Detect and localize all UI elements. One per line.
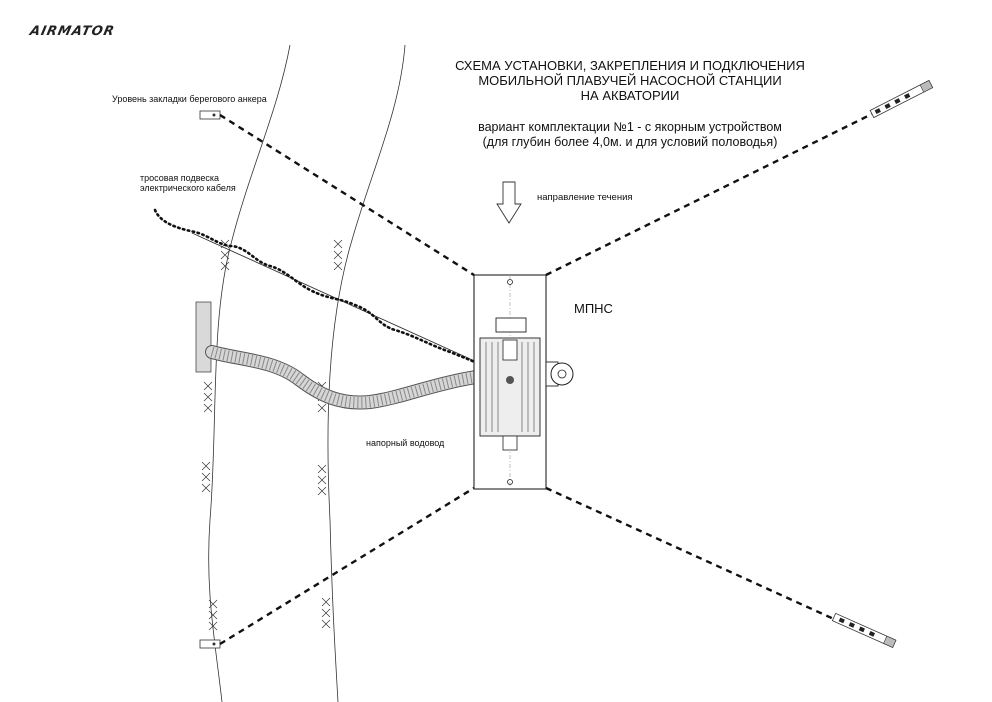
title-line-2: МОБИЛЬНОЙ ПЛАВУЧЕЙ НАСОСНОЙ СТАНЦИИ <box>478 73 782 88</box>
mooring-lines <box>219 112 873 646</box>
cable-label-line-1: тросовая подвеска <box>140 173 220 183</box>
water-anchor-top <box>869 79 934 119</box>
title-line-1: СХЕМА УСТАНОВКИ, ЗАКРЕПЛЕНИЯ И ПОДКЛЮЧЕН… <box>455 58 805 73</box>
reed-marks <box>201 239 343 631</box>
cable-suspension-label: тросовая подвеска электрического кабеля <box>140 173 236 193</box>
shore-block <box>195 301 212 373</box>
cable-label-line-2: электрического кабеля <box>140 183 236 193</box>
diagram-subtitle: вариант комплектации №1 - с якорным устр… <box>420 120 840 150</box>
subtitle-line-2: (для глубин более 4,0м. и для условий по… <box>482 135 778 149</box>
shore-anchor-top <box>199 110 221 120</box>
title-line-3: НА АКВАТОРИИ <box>580 88 680 103</box>
pontoon-station <box>473 274 574 490</box>
pipeline-label: напорный водовод <box>366 438 445 448</box>
river-bank-right <box>327 44 406 702</box>
airmator-logo: AIRMATOR <box>28 24 117 39</box>
station-label: МПНС <box>574 301 613 316</box>
flow-arrow <box>496 181 522 224</box>
water-anchor-bottom <box>831 612 897 649</box>
anchor-level-label: Уровень закладки берегового анкера <box>112 94 267 104</box>
diagram-title: СХЕМА УСТАНОВКИ, ЗАКРЕПЛЕНИЯ И ПОДКЛЮЧЕН… <box>420 58 840 103</box>
shore-anchor-bottom <box>199 639 221 649</box>
subtitle-line-1: вариант комплектации №1 - с якорным устр… <box>478 120 782 134</box>
river-bank-left <box>208 44 291 702</box>
cable-support-line <box>191 232 513 379</box>
flow-direction-label: направление течения <box>537 192 633 203</box>
electric-cable <box>153 208 514 384</box>
